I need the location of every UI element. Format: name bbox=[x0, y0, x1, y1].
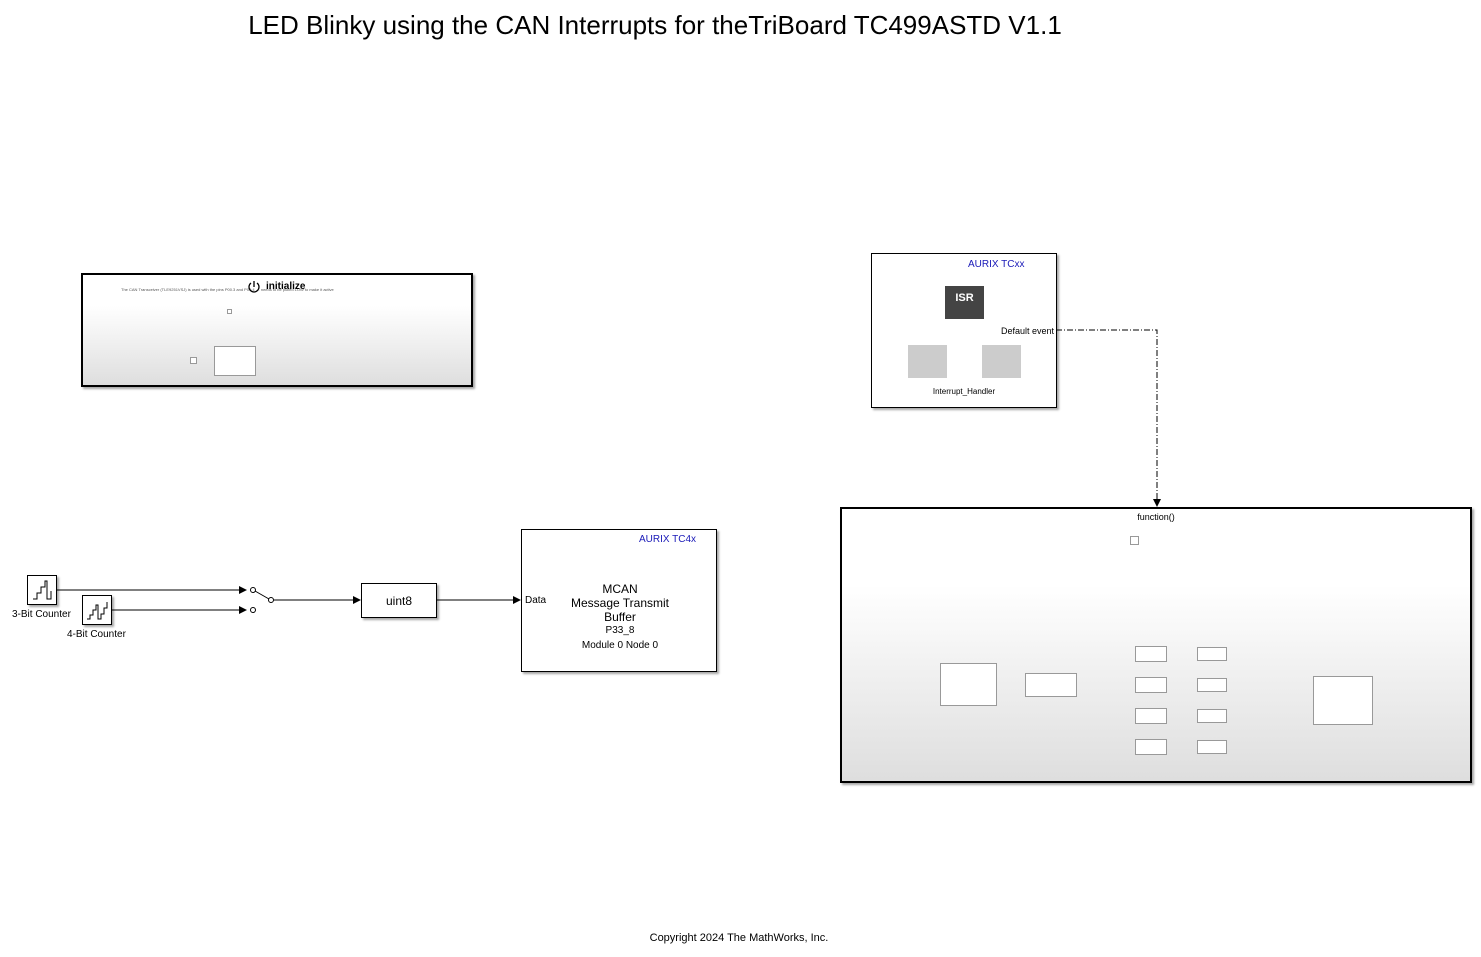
function-thumb-row-a bbox=[1135, 739, 1167, 755]
function-thumb-process bbox=[1025, 673, 1077, 697]
interrupt-platform-label: AURIX TCxx bbox=[968, 259, 1025, 270]
function-thumb-port bbox=[1130, 536, 1139, 545]
convert-label: uint8 bbox=[385, 593, 413, 608]
mcan-description: MCAN Message Transmit Buffer bbox=[522, 582, 718, 624]
power-icon bbox=[247, 280, 261, 294]
staircase-icon bbox=[87, 602, 108, 620]
function-thumb-sink bbox=[1313, 676, 1373, 725]
function-thumb-row-a bbox=[1135, 708, 1167, 724]
mcan-platform-label: AURIX TC4x bbox=[639, 534, 697, 545]
function-thumb-row-b bbox=[1197, 740, 1227, 754]
function-call-subsystem[interactable]: function() bbox=[840, 507, 1472, 783]
mcan-line-2: Message Transmit bbox=[570, 596, 670, 610]
wire-default-event bbox=[1056, 329, 1161, 507]
model-title: LED Blinky using the CAN Interrupts for … bbox=[248, 10, 1062, 40]
initialize-thumb-block bbox=[214, 346, 256, 376]
isr-target-placeholder bbox=[982, 345, 1021, 378]
function-thumb-row-a bbox=[1135, 646, 1167, 662]
interrupt-handler-block[interactable]: AURIX TCxx ISR Default event Interrupt_H… bbox=[871, 253, 1057, 408]
counter-4bit-label: 4-Bit Counter bbox=[67, 629, 126, 640]
mcan-transmit-block[interactable]: AURIX TC4x MCAN Message Transmit Buffer … bbox=[521, 529, 717, 672]
isr-label: ISR bbox=[955, 292, 974, 304]
initialize-subsystem[interactable]: The CAN Transceiver (TLE9251VSJ) is used… bbox=[81, 273, 473, 387]
function-thumb-source bbox=[940, 663, 997, 706]
mcan-line-1: MCAN bbox=[602, 582, 638, 596]
function-thumb-row-b bbox=[1197, 709, 1227, 723]
function-thumb-row-b bbox=[1197, 678, 1227, 692]
data-type-conversion-block[interactable]: uint8 bbox=[361, 583, 437, 618]
mcan-line-3: Buffer bbox=[604, 610, 636, 624]
counter-3bit-block[interactable] bbox=[27, 575, 57, 605]
transceiver-note: The CAN Transceiver (TLE9251VSJ) is used… bbox=[121, 287, 334, 292]
default-event-port: Default event bbox=[1000, 326, 1054, 336]
isr-source-placeholder bbox=[908, 345, 947, 378]
copyright-notice: Copyright 2024 The MathWorks, Inc. bbox=[649, 932, 829, 944]
multiport-switch[interactable] bbox=[250, 587, 274, 613]
isr-block: ISR bbox=[945, 286, 984, 319]
mcan-data-port: Data bbox=[525, 595, 547, 606]
initialize-thumb-port bbox=[227, 309, 232, 314]
mcan-pin-label: P33_8 bbox=[605, 625, 635, 636]
initialize-label: initialize bbox=[266, 281, 306, 292]
function-thumb-row-a bbox=[1135, 677, 1167, 693]
function-trigger-label: function() bbox=[1137, 512, 1175, 522]
function-thumb-row-b bbox=[1197, 647, 1227, 661]
counter-3bit-label: 3-Bit Counter bbox=[12, 609, 71, 620]
mcan-module-label: Module 0 Node 0 bbox=[581, 640, 659, 651]
counter-4bit-block[interactable] bbox=[82, 595, 112, 625]
interrupt-handler-name: Interrupt_Handler bbox=[932, 387, 996, 396]
initialize-thumb-source bbox=[190, 357, 197, 364]
staircase-icon bbox=[33, 580, 52, 600]
